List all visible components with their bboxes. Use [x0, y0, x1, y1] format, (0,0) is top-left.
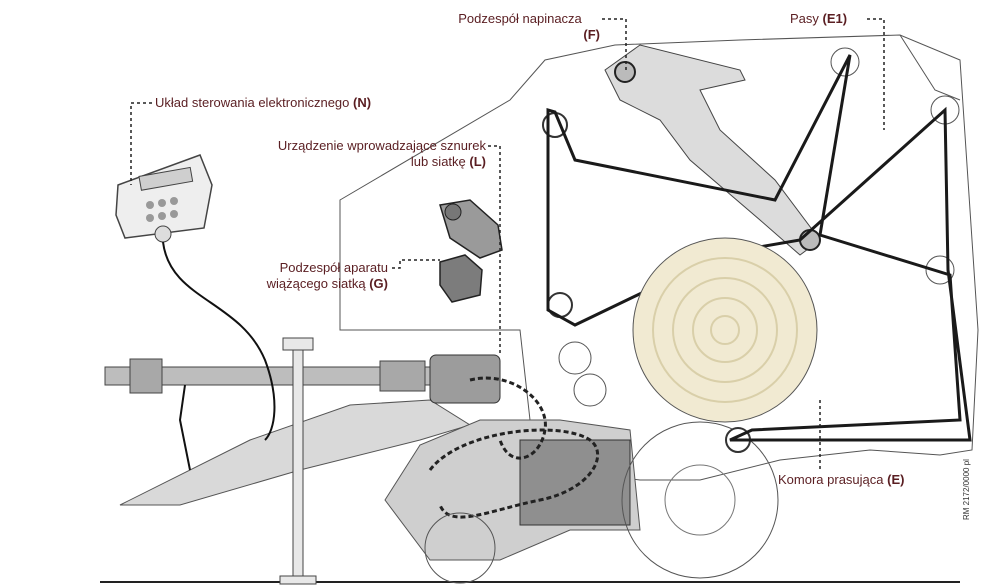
pto-shaft-joint-2 [379, 360, 426, 392]
twine-net-device-roll [444, 203, 462, 221]
drive-chain [428, 428, 600, 519]
control-unit-cable-2 [178, 384, 191, 471]
rear-gate-line [899, 34, 961, 101]
drive-chain-2 [469, 376, 547, 460]
jack-stand-top [282, 337, 314, 351]
label-net-wrap: Podzespół aparatu wiążącego siatką (G) [266, 260, 388, 291]
tensioner-pivot [614, 61, 636, 83]
bale-ring-1 [652, 257, 798, 403]
leader-l [488, 145, 501, 355]
figure-code: RM 2172/0000 pl [962, 459, 971, 520]
leader-g [392, 259, 440, 269]
label-electronic-control: Układ sterowania elektronicznego (N) [155, 95, 372, 110]
label-bale-chamber: Komora prasująca (E) [778, 472, 905, 487]
roller-1 [558, 341, 592, 375]
wheel-left [424, 512, 496, 584]
bale-ring-4 [710, 315, 740, 345]
jack-stand [292, 347, 304, 583]
net-wrap-assembly [439, 254, 483, 303]
wheel-right-inner [664, 464, 736, 536]
bale-ring-2 [672, 277, 778, 383]
leader-f [602, 18, 627, 70]
tensioner-arm [604, 44, 821, 256]
jack-stand-foot [279, 575, 317, 585]
roller-2 [573, 373, 607, 407]
gearbox [429, 354, 501, 404]
rotor-box [519, 439, 631, 526]
bale [632, 237, 818, 423]
pto-shaft-joint-1 [129, 358, 163, 394]
label-twine-net-device: Urządzenie wprowadzające sznurek lub sia… [277, 138, 486, 169]
label-tensioner: Podzespół napinacza (F) [458, 11, 600, 42]
leader-n [130, 102, 152, 185]
leader-e1 [867, 18, 885, 130]
wheel-right [621, 421, 779, 579]
control-unit-cable [162, 241, 276, 441]
bale-ring-3 [692, 297, 758, 363]
label-belts: Pasy (E1) [790, 11, 848, 26]
